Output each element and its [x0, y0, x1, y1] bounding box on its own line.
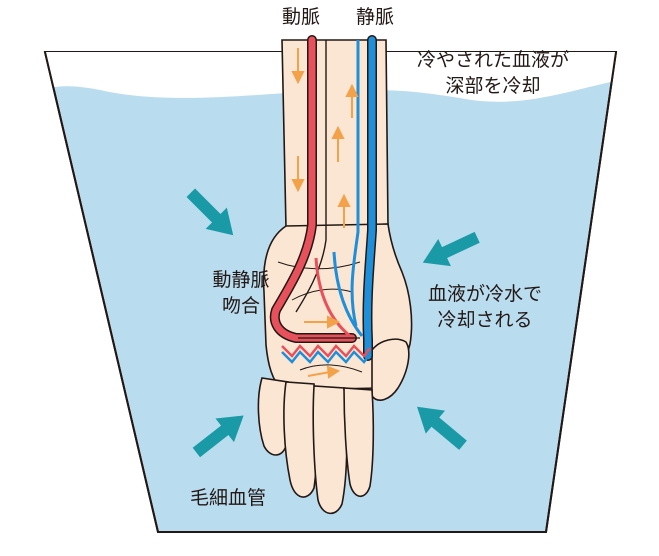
- artery-vessel: [269, 35, 357, 343]
- label-cooled-by-water-line1: 血液が冷水で: [427, 283, 542, 305]
- arrow-icon: [291, 71, 305, 85]
- label-cooled-blood-line1: 冷やされた血液が: [416, 49, 569, 71]
- thick-arrow-icon: [186, 188, 234, 236]
- thick-arrow-icon: [422, 231, 480, 267]
- arrow-icon: [307, 371, 331, 377]
- thick-arrow-icon: [417, 406, 467, 450]
- label-cooled-blood: 冷やされた血液が 深部を冷却: [398, 47, 588, 99]
- label-cooled-by-water-line2: 冷却される: [437, 309, 533, 331]
- arrow-icon: [337, 193, 351, 207]
- thick-arrow-icon: [192, 415, 244, 458]
- arrow-icon: [291, 179, 305, 193]
- flow-arrows: [291, 48, 359, 379]
- label-vein: 静脈: [356, 6, 395, 28]
- capillary-network: [281, 337, 371, 364]
- pressure-arrows: [186, 188, 480, 458]
- arrow-icon: [327, 315, 341, 329]
- label-ava-line1: 動静脈: [212, 269, 270, 291]
- label-artery: 動脈: [282, 6, 321, 28]
- finger-ring: [312, 385, 348, 515]
- label-cooled-by-water: 血液が冷水で 冷却される: [410, 281, 560, 333]
- arrow-icon: [331, 125, 345, 139]
- arrow-icon: [345, 83, 359, 97]
- label-ava: 動静脈 吻合: [196, 267, 286, 319]
- label-capillary: 毛細血管: [190, 487, 267, 509]
- vein-vessel: [332, 35, 377, 361]
- finger-little: [343, 387, 375, 498]
- label-cooled-blood-line2: 深部を冷却: [445, 75, 541, 97]
- label-ava-line2: 吻合: [221, 295, 260, 317]
- thumb: [371, 338, 410, 401]
- arrow-icon: [326, 365, 341, 379]
- basin-outline: [44, 51, 617, 533]
